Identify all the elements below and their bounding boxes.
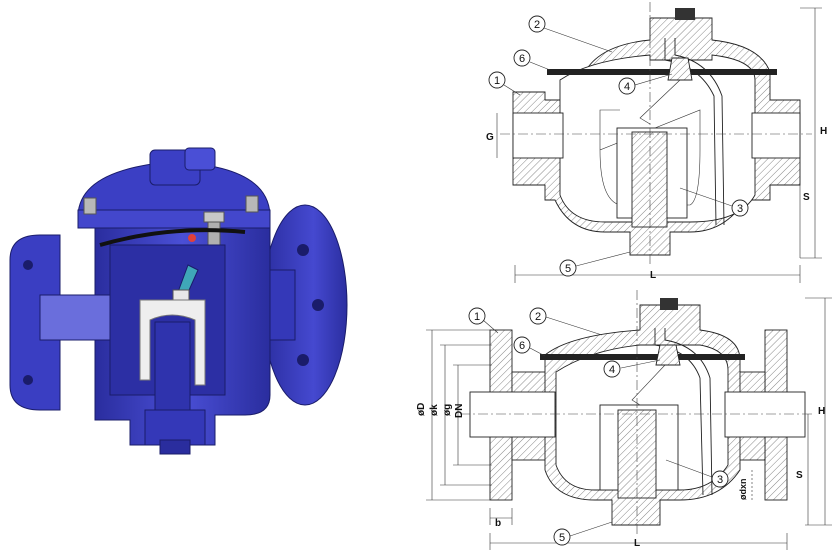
top-outlet-bore bbox=[751, 112, 801, 159]
bucket bbox=[139, 299, 206, 386]
svg-text:5: 5 bbox=[565, 263, 571, 275]
bottom-dim-S: S bbox=[796, 470, 803, 481]
bottom-callout-6: 6 bbox=[513, 336, 531, 354]
flange-bolt-hole bbox=[297, 354, 309, 366]
svg-text:1: 1 bbox=[474, 311, 480, 323]
bottom-dim-H: H bbox=[818, 406, 825, 417]
bottom-callout-3: 3 bbox=[711, 470, 729, 488]
siphon-tube bbox=[154, 321, 191, 413]
bottom-callout-5: 5 bbox=[553, 528, 571, 546]
bottom-outlet-bore bbox=[724, 391, 806, 438]
top-dim-S: S bbox=[803, 192, 810, 203]
bottom-dim-k: øk bbox=[429, 404, 440, 416]
bottom-valve-seat bbox=[655, 344, 681, 366]
top-callout-4: 4 bbox=[618, 77, 636, 95]
cover-flange-ring bbox=[77, 209, 271, 229]
valve-seat-marker bbox=[188, 234, 196, 242]
svg-text:3: 3 bbox=[717, 474, 723, 486]
top-valve-seat bbox=[667, 57, 693, 81]
top-dim-H: H bbox=[820, 126, 827, 137]
top-callout-6: 6 bbox=[513, 49, 531, 67]
inlet-bore bbox=[39, 294, 111, 341]
cutaway-illustration bbox=[9, 147, 348, 455]
svg-text:6: 6 bbox=[519, 53, 525, 65]
svg-text:2: 2 bbox=[535, 311, 541, 323]
bottom-callout-1: 1 bbox=[468, 307, 486, 325]
top-plug bbox=[675, 8, 695, 20]
flange-bolt-hole bbox=[312, 299, 324, 311]
top-siphon-pipe bbox=[664, 38, 717, 226]
top-dim-G: G bbox=[486, 132, 494, 143]
bottom-gasket bbox=[540, 354, 745, 360]
bottom-inlet-bore bbox=[469, 391, 556, 438]
bottom-lever bbox=[631, 364, 666, 406]
svg-text:4: 4 bbox=[609, 364, 615, 376]
flange-bolt-hole bbox=[297, 244, 309, 256]
bottom-siphon-pipe bbox=[654, 328, 704, 496]
gasket-arc bbox=[99, 228, 246, 247]
top-callout-2: 2 bbox=[528, 15, 546, 33]
left-flange bbox=[9, 234, 61, 411]
top-inlet-bore bbox=[512, 112, 564, 159]
svg-text:1: 1 bbox=[494, 75, 500, 87]
bottom-dim-DN: DN bbox=[454, 404, 465, 418]
top-callout-5: 5 bbox=[559, 259, 577, 277]
svg-text:2: 2 bbox=[534, 19, 540, 31]
drain-plug-3d bbox=[159, 439, 191, 455]
bottom-callout-4: 4 bbox=[603, 360, 621, 378]
bottom-dim-b: b bbox=[495, 518, 501, 529]
top-dim-L: L bbox=[650, 270, 656, 281]
bottom-dim-L: L bbox=[634, 538, 640, 549]
svg-text:3: 3 bbox=[737, 203, 743, 215]
svg-text:5: 5 bbox=[559, 532, 565, 544]
plug-cap bbox=[184, 147, 216, 171]
bottom-dim-bolt-hole: ødxn bbox=[738, 479, 748, 501]
svg-text:6: 6 bbox=[519, 340, 525, 352]
bottom-dim-D: øD bbox=[416, 403, 427, 416]
top-gasket bbox=[547, 69, 777, 75]
top-callout-1: 1 bbox=[488, 71, 506, 89]
top-lever bbox=[639, 79, 681, 125]
bottom-top-plug bbox=[660, 298, 678, 310]
bottom-dim-g: øg bbox=[442, 404, 453, 416]
top-center-tube bbox=[631, 131, 668, 228]
top-callout-3: 3 bbox=[731, 199, 749, 217]
bottom-section-view: øD øk øg DN b L H S ødxn bbox=[416, 290, 832, 550]
bottom-callout-2: 2 bbox=[529, 307, 547, 325]
svg-text:4: 4 bbox=[624, 81, 630, 93]
top-section-view: L H S G 1 2 6 4 3 5 bbox=[486, 2, 827, 283]
